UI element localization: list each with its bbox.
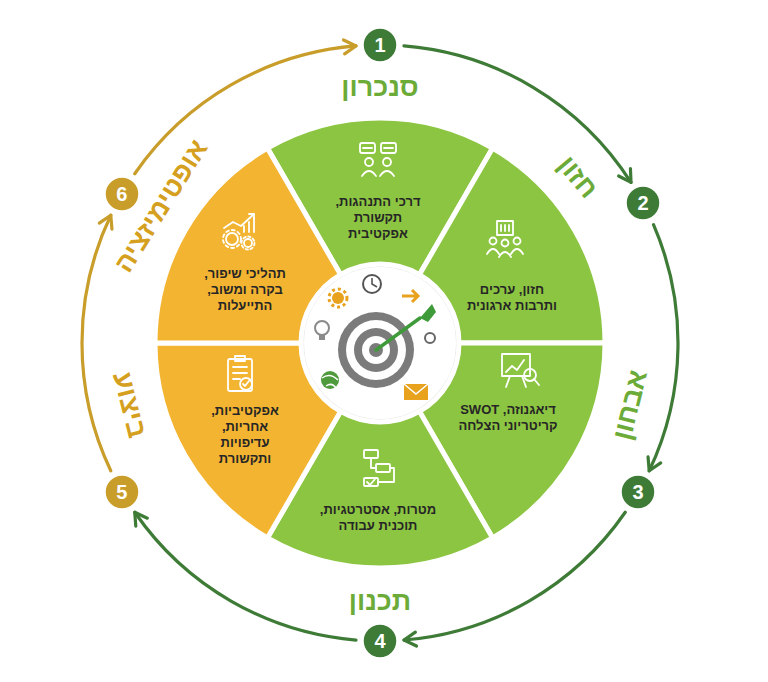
sector-icon xyxy=(364,450,394,486)
sector-text: חזון, ערכים ותרבות ארגונית xyxy=(460,282,564,314)
graphic-part xyxy=(223,230,241,248)
sector-text: דרכי התנהגות, תקשורת אפקטיבית xyxy=(328,194,428,242)
stage-name: אבחון xyxy=(606,367,654,444)
arrow-head xyxy=(99,215,112,229)
graphic-part xyxy=(514,238,521,245)
sector-fill xyxy=(155,343,341,538)
sector-icon xyxy=(487,221,523,257)
graphic-part xyxy=(420,304,436,322)
graphic-part xyxy=(242,237,255,250)
graphic-part xyxy=(364,450,378,458)
graphic-part xyxy=(363,275,381,293)
graphic-part xyxy=(322,375,338,388)
circle-fill xyxy=(105,475,139,509)
graphic-part xyxy=(365,158,373,166)
arrow-head xyxy=(619,168,631,182)
graphic-part xyxy=(303,266,457,420)
circle-fill xyxy=(363,28,397,62)
step-number-circle: 5 xyxy=(104,474,140,510)
callout-number: 6 xyxy=(104,176,140,212)
circle-fill xyxy=(363,624,397,658)
sector-icon xyxy=(360,143,396,176)
sector-icon xyxy=(223,214,255,250)
arrow-line xyxy=(649,225,678,471)
graphic-part xyxy=(425,333,435,343)
circle-fill xyxy=(105,177,139,211)
callout-number: 3 xyxy=(620,474,656,510)
stage-name: חזון xyxy=(551,150,604,205)
graphic-part xyxy=(321,371,339,389)
graphic-part xyxy=(383,158,391,166)
sector-fill xyxy=(420,148,606,343)
cycle-arrow xyxy=(648,225,678,471)
stage-name: ביצוע xyxy=(106,369,153,441)
stage-name: סנכרון xyxy=(341,71,418,103)
callout-number: 1 xyxy=(362,27,398,63)
arrow-head xyxy=(404,632,417,646)
graphic-part xyxy=(404,384,428,394)
graphic-part xyxy=(487,249,523,257)
graphic-part xyxy=(243,381,249,386)
callout-number: 5 xyxy=(104,474,140,510)
graphic-part xyxy=(376,464,390,472)
step-number-circle: 1 xyxy=(362,27,398,63)
graphic-part xyxy=(240,378,252,390)
graphic-part xyxy=(534,379,539,385)
graphic-part xyxy=(363,147,393,149)
graphic-part xyxy=(244,239,252,247)
step-number-circle: 4 xyxy=(362,623,398,659)
step-number-circle: 3 xyxy=(620,474,656,510)
graphic-part xyxy=(501,225,509,231)
graphic-part xyxy=(329,289,347,307)
sector-text: תהליכי שיפור, בקרה ומשוב, התייעלות xyxy=(195,266,295,314)
pie-sector: אפקטיביות, אחריות, עדיפויות ותקשורת xyxy=(152,340,344,541)
graphic-part xyxy=(497,221,513,235)
graphic-part xyxy=(506,376,526,387)
graphic-part xyxy=(367,479,375,485)
graphic-part xyxy=(502,240,509,247)
stage-name: תכנון xyxy=(349,585,411,617)
step-number-circle: 6 xyxy=(104,176,140,212)
graphic-part xyxy=(315,321,329,335)
callout-number: 2 xyxy=(625,185,661,221)
arrow-head xyxy=(135,512,148,526)
graphic-part xyxy=(404,384,428,400)
graphic-part xyxy=(226,233,238,245)
graphic-part xyxy=(235,356,245,361)
sector-icon xyxy=(228,356,252,391)
graphic-part xyxy=(506,360,524,372)
graphic-part xyxy=(502,354,530,376)
graphic-part xyxy=(490,238,497,245)
arrow-head xyxy=(344,40,357,54)
graphic-part xyxy=(364,478,378,486)
graphic-part xyxy=(319,335,325,340)
step-number-circle: 2 xyxy=(625,185,661,221)
graphic-part xyxy=(228,359,252,391)
sector-icon xyxy=(502,354,539,387)
graphic-part xyxy=(332,292,344,304)
sector-text: מטרות, אסטרטגיות, תוכנית עבודה xyxy=(314,502,442,534)
graphic-part xyxy=(362,171,394,176)
cycle-arrow xyxy=(82,215,112,471)
arrow-line xyxy=(82,215,111,471)
graphic-part xyxy=(402,290,418,302)
graphic-part xyxy=(376,318,420,350)
arrow-head xyxy=(648,457,661,471)
sector-text: דיאגנוזה, SWOT קריטריוני הצלחה xyxy=(446,402,570,434)
circle-fill xyxy=(626,186,660,220)
callout-number: 4 xyxy=(362,623,398,659)
graphic-part xyxy=(244,218,254,232)
circle-fill xyxy=(621,475,655,509)
graphic-part xyxy=(372,278,377,287)
sector-text: אפקטיביות, אחריות, עדיפויות ותקשורת xyxy=(201,403,289,467)
